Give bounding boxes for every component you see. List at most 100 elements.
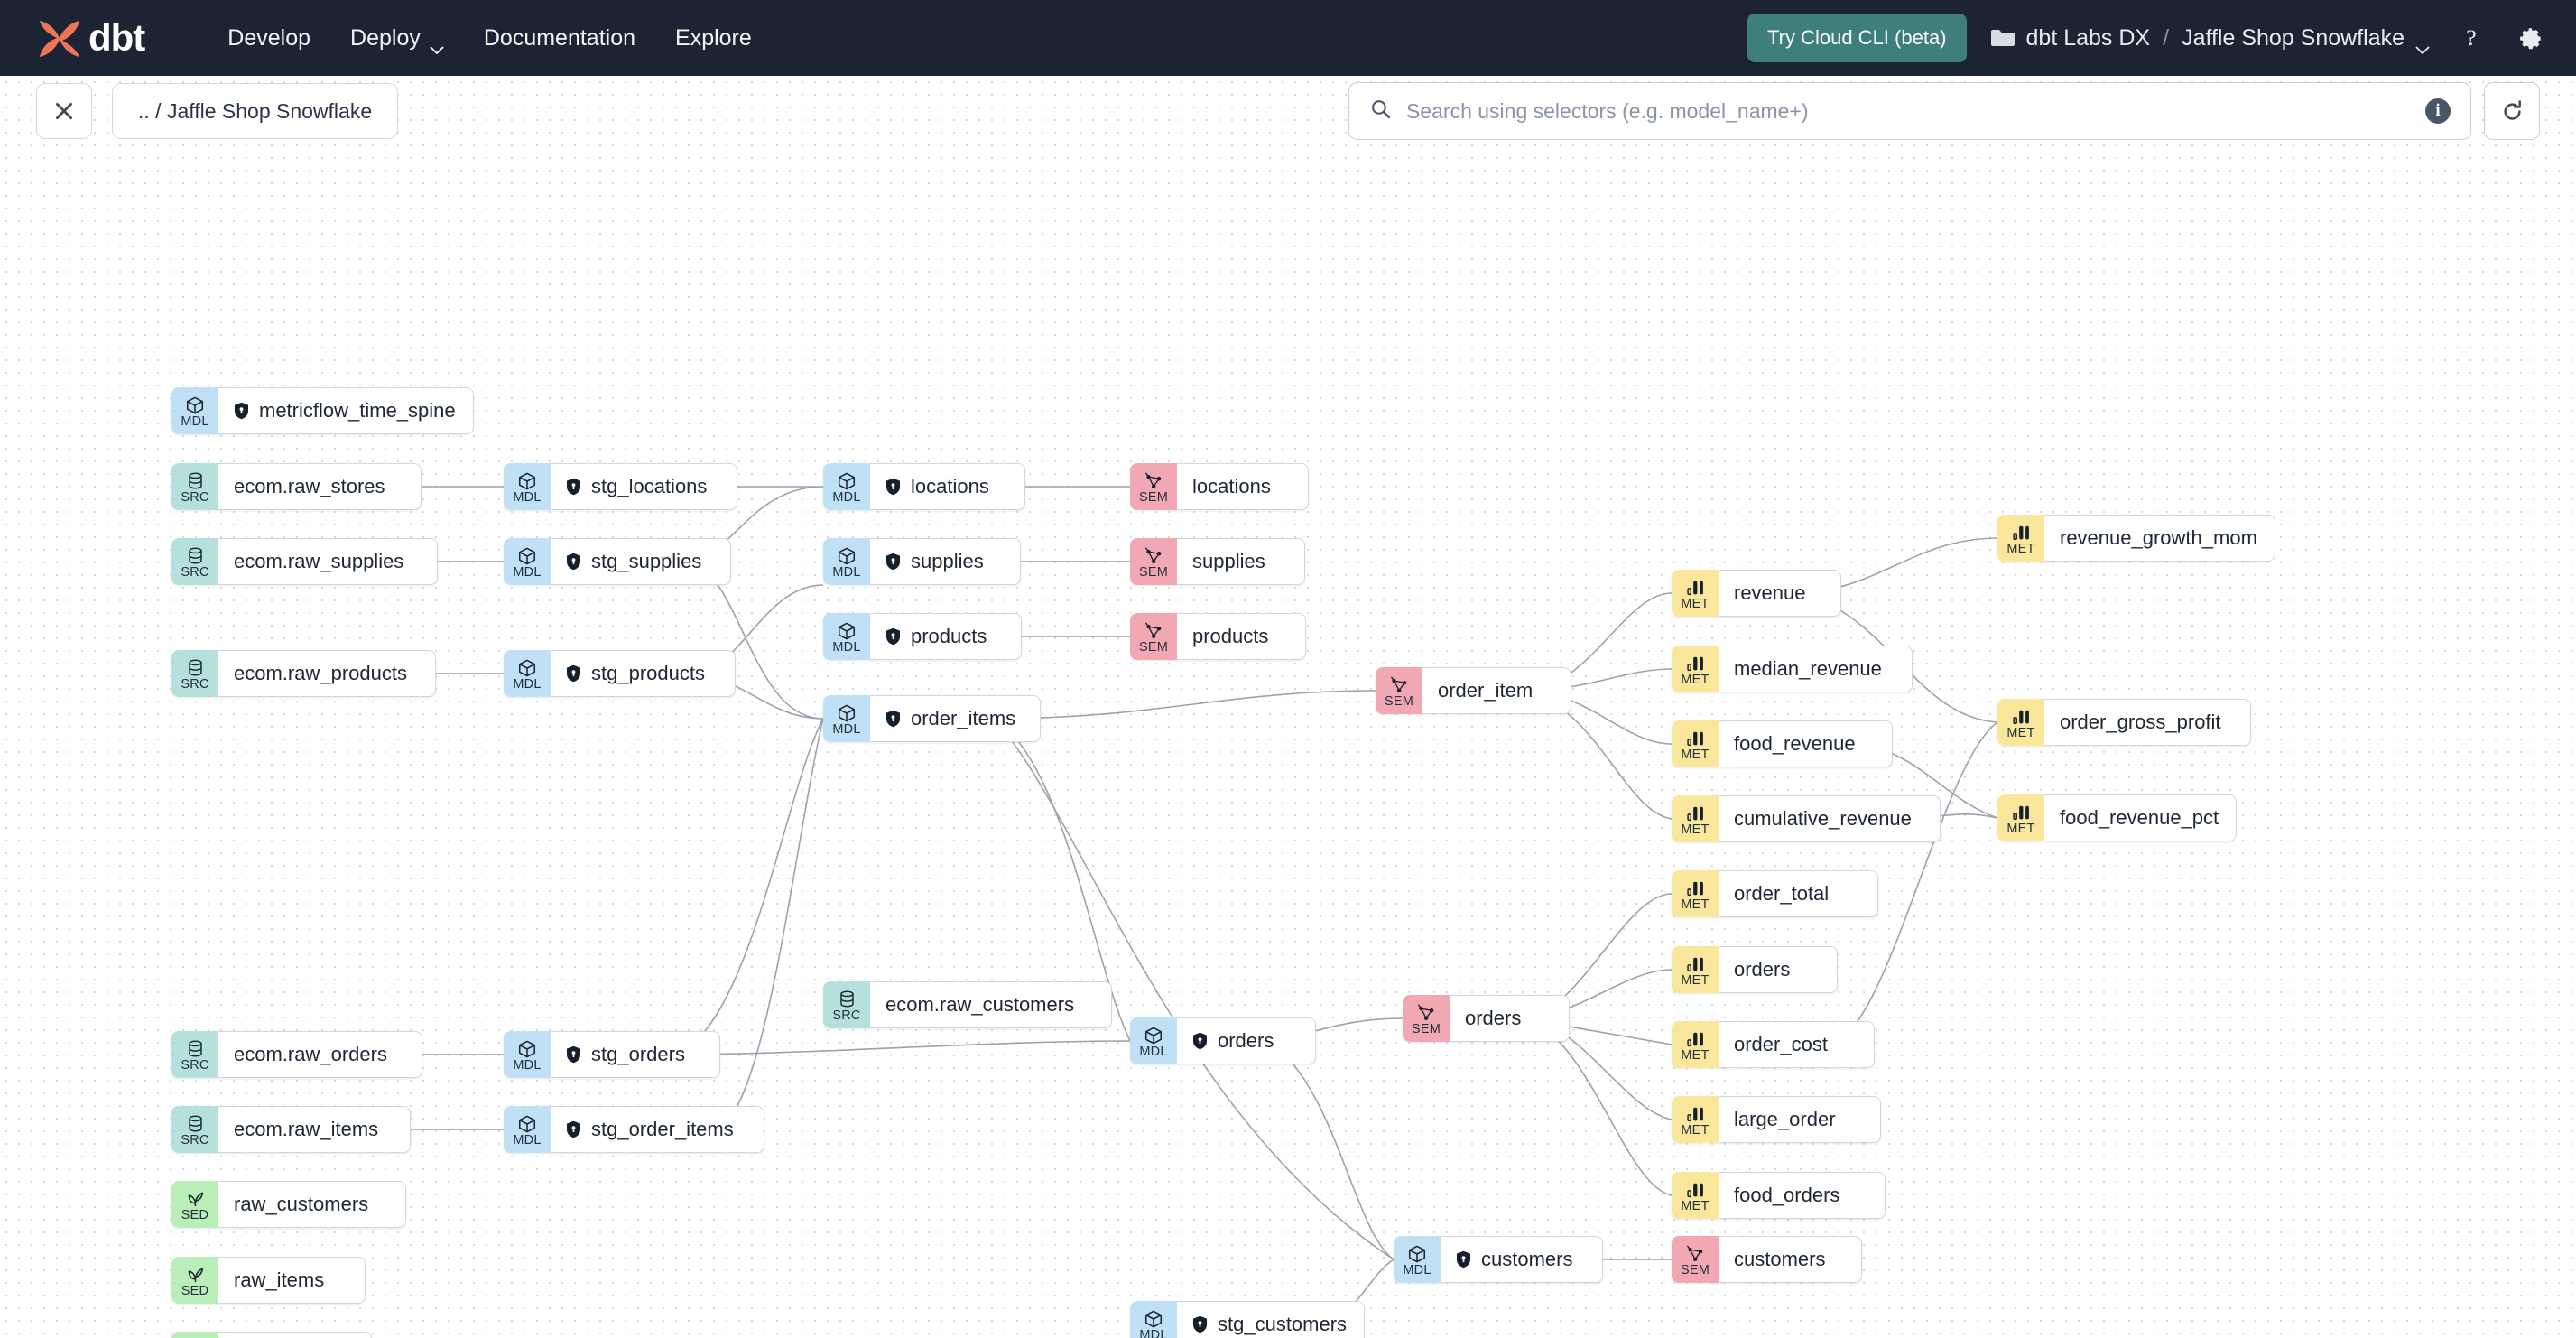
nav-right-group: Try Cloud CLI (beta) dbt Labs DX / Jaffl… <box>1747 14 2549 62</box>
dbt-logo-icon <box>36 17 83 59</box>
search-bar[interactable]: i <box>1348 82 2471 140</box>
node-body: orders <box>1177 1017 1316 1064</box>
node-label: revenue <box>1734 581 1806 604</box>
breadcrumb-pill[interactable]: .. / Jaffle Shop Snowflake <box>112 83 399 139</box>
search-input[interactable] <box>1406 98 2411 124</box>
settings-button[interactable] <box>2513 20 2549 56</box>
node-type-badge-met: MET <box>1672 570 1719 617</box>
lineage-edge <box>993 718 1131 1042</box>
node-label: ecom.raw_supplies <box>234 550 404 572</box>
node-label: orders <box>1465 1007 1522 1029</box>
top-navigation-bar: dbt Develop Deploy Documentation Explore… <box>0 0 2576 76</box>
lineage-node-met_revenue[interactable]: MET revenue <box>1672 570 1841 617</box>
node-label: stg_supplies <box>591 550 702 572</box>
info-icon[interactable]: i <box>2425 98 2451 124</box>
node-label: orders <box>1734 958 1791 980</box>
network-icon <box>1686 1245 1702 1261</box>
node-body: supplies <box>870 538 1021 585</box>
lineage-node-mdl_locations[interactable]: MDL locations <box>823 463 1025 510</box>
database-icon <box>839 990 854 1008</box>
node-type-badge-met: MET <box>1997 515 2044 562</box>
node-body: large_order <box>1719 1096 1881 1143</box>
node-label: stg_locations <box>591 475 708 497</box>
node-body: raw_customers <box>218 1181 406 1228</box>
nav-link-explore[interactable]: Explore <box>655 16 772 60</box>
governed-shield-icon <box>885 627 901 646</box>
lineage-edge <box>993 690 1376 720</box>
node-body: raw_orders <box>218 1332 372 1338</box>
breadcrumb-project-selector[interactable]: Jaffle Shop Snowflake <box>2182 25 2430 54</box>
nav-link-deploy[interactable]: Deploy <box>330 16 464 60</box>
nav-link-documentation[interactable]: Documentation <box>464 16 655 60</box>
try-cloud-cli-button[interactable]: Try Cloud CLI (beta) <box>1747 14 1967 62</box>
dbt-logo[interactable]: dbt <box>36 17 145 59</box>
nav-link-develop[interactable]: Develop <box>208 16 330 60</box>
node-label: locations <box>911 475 989 497</box>
node-body: stg_locations <box>551 463 737 510</box>
nav-link-documentation-label: Documentation <box>483 24 636 51</box>
node-body: food_revenue <box>1719 720 1893 767</box>
node-body: order_items <box>870 695 1041 742</box>
node-body: supplies <box>1177 538 1305 585</box>
gear-icon <box>2519 27 2542 49</box>
node-type-badge-sem: SEM <box>1130 613 1177 660</box>
node-label: cumulative_revenue <box>1734 807 1912 830</box>
node-label: median_revenue <box>1734 657 1882 680</box>
node-type-badge-mdl: MDL <box>823 463 870 510</box>
node-label: order_cost <box>1734 1033 1828 1055</box>
refresh-button[interactable] <box>2484 82 2540 140</box>
node-body: orders <box>1719 946 1838 993</box>
governed-shield-icon <box>566 478 581 496</box>
node-body: stg_orders <box>551 1031 720 1078</box>
node-label: orders <box>1218 1029 1274 1052</box>
node-type-badge-mdl: MDL <box>1130 1301 1177 1338</box>
breadcrumb-account[interactable]: dbt Labs DX <box>2025 24 2151 51</box>
close-button[interactable] <box>36 83 92 139</box>
bar-chart-icon <box>2012 805 2029 821</box>
help-button[interactable]: ? <box>2453 20 2489 56</box>
lineage-edge <box>993 718 1395 1260</box>
node-body: ecom.raw_customers <box>870 981 1112 1028</box>
nav-link-develop-label: Develop <box>227 24 311 51</box>
node-type-badge-mdl: MDL <box>171 387 218 434</box>
